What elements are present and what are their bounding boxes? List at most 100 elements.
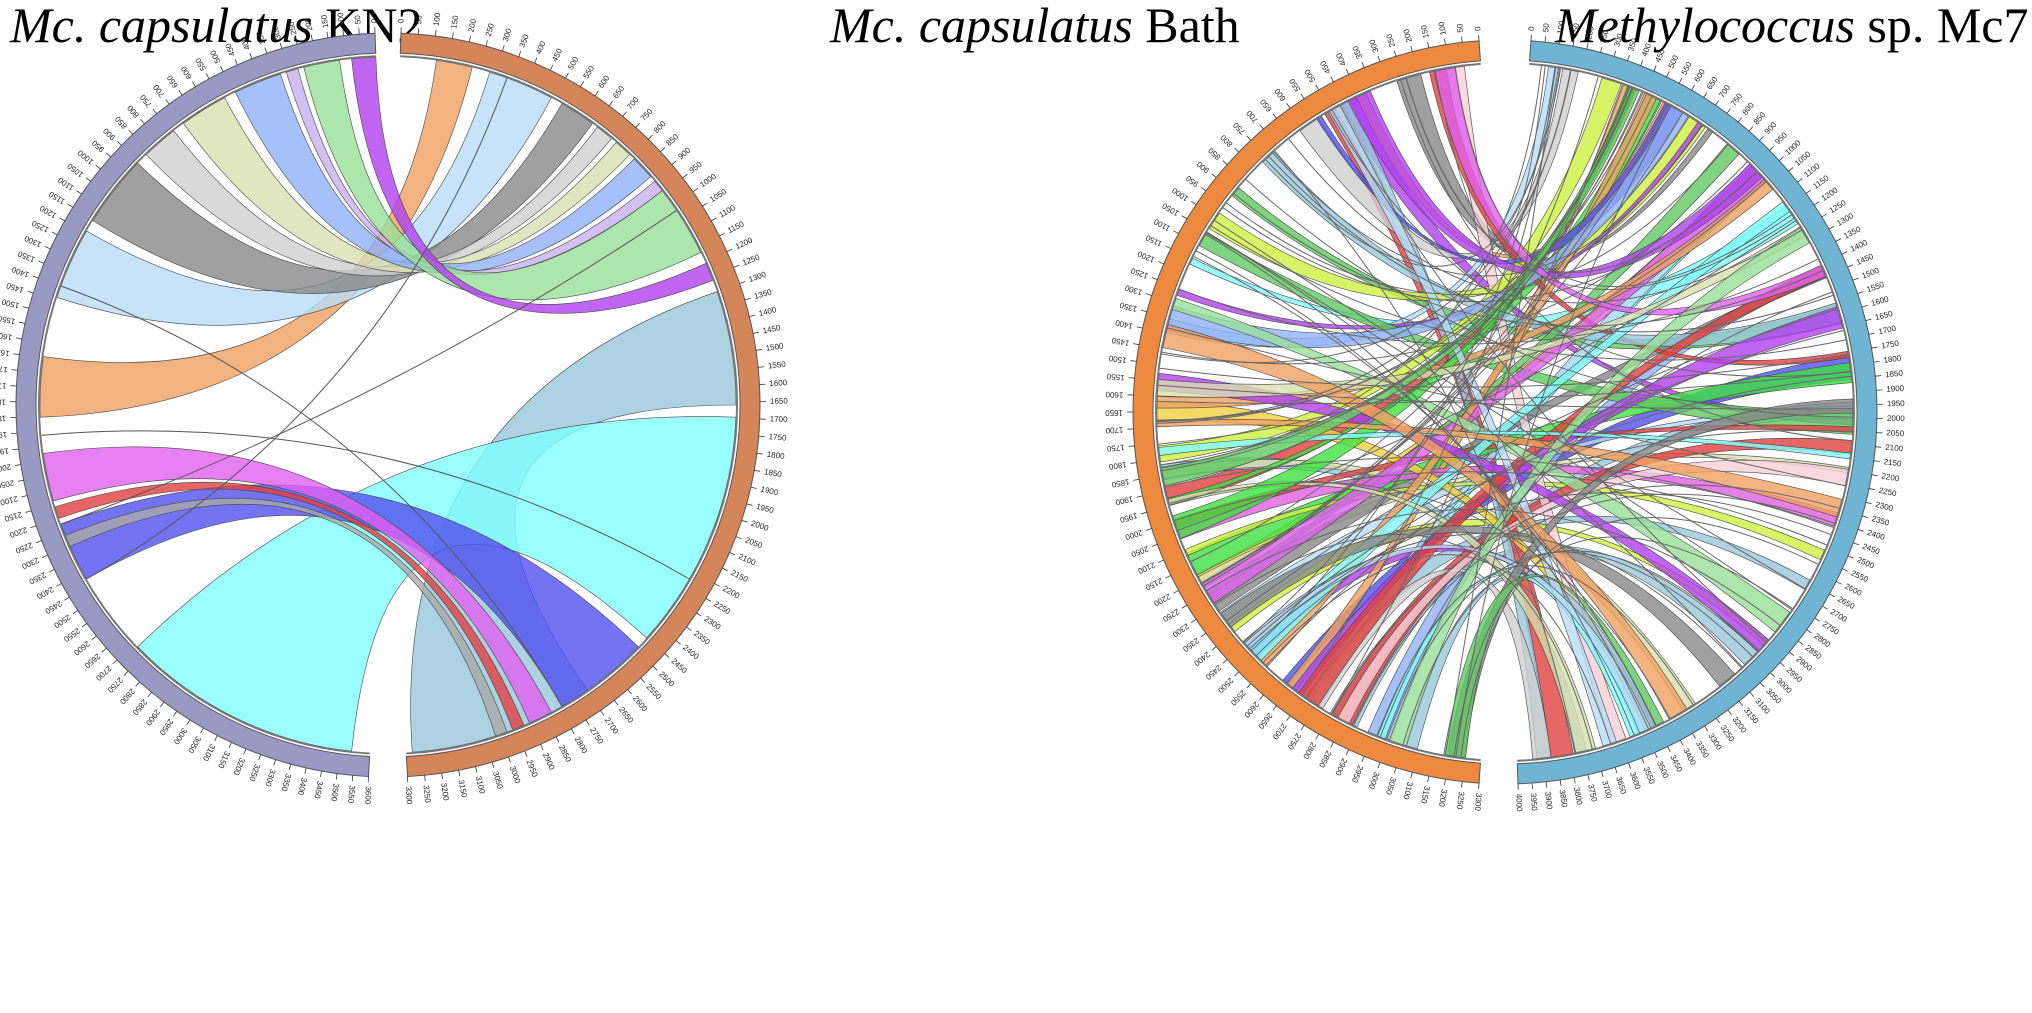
left-tick-label: 950 <box>90 138 106 154</box>
left-tick <box>726 248 733 252</box>
right-tick-label: 3050 <box>1384 776 1398 796</box>
right-tick <box>1330 741 1334 748</box>
right-tick-label: 650 <box>1258 97 1274 113</box>
left-tick <box>675 640 681 645</box>
right-tick-label: 1400 <box>1849 238 1869 254</box>
right-link-line <box>1158 181 1767 445</box>
left-tick-label: 150 <box>319 14 330 29</box>
right-tick <box>1444 779 1446 786</box>
left-tick <box>56 583 62 587</box>
right-tick-label: 550 <box>1287 77 1302 94</box>
right-tick-label: 300 <box>1367 38 1380 54</box>
left-tick <box>351 775 354 782</box>
right-tick <box>1246 683 1252 689</box>
left-tick <box>27 290 34 294</box>
left-tick-label: 100 <box>432 12 443 27</box>
right-tick-label: 400 <box>1640 42 1653 58</box>
left-tick-label: 1050 <box>65 161 85 179</box>
right-tick-label: 1350 <box>1842 224 1862 240</box>
left-tick-label: 3100 <box>201 743 217 763</box>
right-tick-label: 200 <box>1402 28 1414 44</box>
right-tick <box>1835 238 1842 242</box>
left-tick-label: 3150 <box>216 750 232 770</box>
right-link-line <box>1329 111 1851 377</box>
left-tick-label: 2450 <box>43 599 63 616</box>
left-tick-label: 1200 <box>734 235 754 251</box>
left-tick <box>580 81 584 87</box>
left-tick <box>25 510 32 513</box>
right-tick-label: 1700 <box>1105 425 1124 435</box>
left-tick-label: 2500 <box>657 670 676 689</box>
left-tick <box>160 701 165 708</box>
right-tick <box>1821 213 1828 218</box>
left-tick-label: 1750 <box>768 432 787 443</box>
right-tick <box>1822 605 1828 610</box>
right-tick-label: 3700 <box>1600 780 1613 800</box>
right-tick-label: 2250 <box>1161 607 1181 624</box>
right-tick-label: 400 <box>1334 51 1348 67</box>
right-tick <box>1315 733 1320 740</box>
right-link-line <box>1453 536 1793 757</box>
left-tick <box>288 763 292 770</box>
left-tick <box>116 140 122 146</box>
left-tick <box>524 750 528 757</box>
left-tick <box>491 762 495 768</box>
left-tick-label: 2500 <box>52 613 72 631</box>
left-tick-label: 3150 <box>457 779 469 799</box>
right-tick-label: 3250 <box>1455 791 1466 810</box>
right-tick-label: 2100 <box>1885 443 1904 454</box>
left-tick <box>228 742 232 749</box>
right-tick <box>1572 40 1575 47</box>
right-tick-label: 3450 <box>1668 753 1684 773</box>
left-tick-label: 2450 <box>669 657 689 676</box>
right-tick <box>1181 604 1188 609</box>
left-tick <box>468 36 471 43</box>
right-tick <box>1130 462 1137 464</box>
left-tick <box>51 231 58 236</box>
right-tick-label: 3750 <box>1586 783 1599 803</box>
right-link-line <box>1331 109 1767 643</box>
left-tick <box>200 727 204 734</box>
right-tick <box>1654 752 1658 759</box>
left-tick <box>17 479 24 482</box>
right-tick-label: 2050 <box>1129 544 1149 559</box>
left-tick <box>220 65 224 72</box>
left-tick <box>451 32 454 39</box>
left-tick <box>648 134 653 140</box>
right-tick-label: 1200 <box>1136 249 1156 265</box>
right-tick <box>1737 117 1743 123</box>
left-tick-label: 2750 <box>105 675 124 694</box>
left-tick-label: 600 <box>179 64 194 81</box>
right-tick <box>1234 671 1240 677</box>
right-link-line <box>1201 96 1653 584</box>
right-tick-label: 3650 <box>1614 775 1628 795</box>
left-tick-label: 1600 <box>769 378 788 388</box>
right-link-line <box>1434 66 1546 241</box>
left-tick-label: 1350 <box>16 249 36 264</box>
left-tick <box>739 281 746 284</box>
right-tick <box>1614 767 1618 774</box>
left-tick-label: 250 <box>484 22 496 38</box>
left-tick-label: 100 <box>336 11 347 26</box>
right-tick-label: 2000 <box>1887 414 1906 423</box>
left-tick <box>310 34 313 41</box>
left-tick <box>19 321 26 324</box>
right-link-line <box>1265 68 1559 267</box>
left-tick <box>234 59 238 65</box>
right-tick-label: 2100 <box>1136 560 1156 576</box>
right-tick-label: 2650 <box>1836 595 1856 612</box>
right-tick <box>1461 36 1463 43</box>
right-tick-label: 1750 <box>1106 443 1125 454</box>
left-tick <box>518 50 522 57</box>
right-link-line <box>1245 179 1853 418</box>
right-tick-label: 2600 <box>1242 700 1261 720</box>
right-tick <box>1828 225 1835 230</box>
left-tick-label: 350 <box>254 29 267 45</box>
left-tick <box>14 464 21 466</box>
right-tick <box>1272 705 1277 711</box>
left-tick-label: 2350 <box>27 570 47 586</box>
right-tick-label: 1800 <box>1108 460 1127 471</box>
left-tick-label: 3200 <box>231 756 246 776</box>
left-tick <box>173 710 178 717</box>
